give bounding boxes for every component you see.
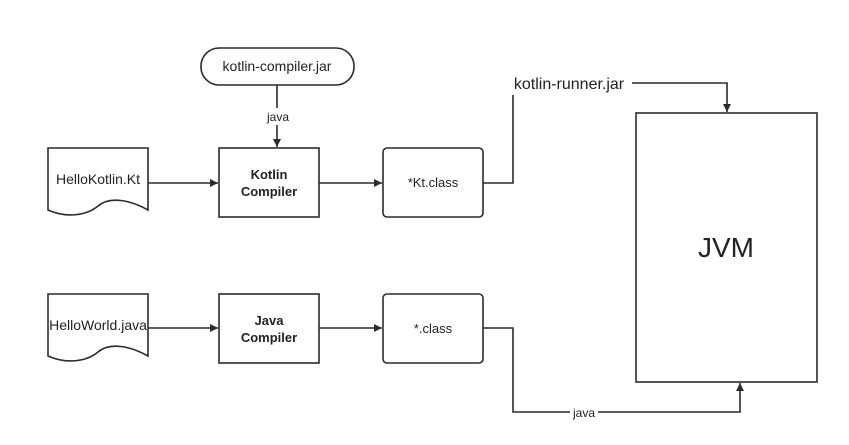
hello-world-label: HelloWorld.java xyxy=(49,317,147,333)
jar-to-kotlin-compiler-connector: java xyxy=(266,85,289,147)
class-to-jvm-connector: java xyxy=(483,327,744,420)
kt-class-to-jvm-connector: kotlin-runner.jar xyxy=(483,76,731,184)
java-compiler-line1: Java xyxy=(255,313,285,328)
kotlin-compiler-jar-node: kotlin-compiler.jar xyxy=(200,47,355,86)
hello-kotlin-label: HelloKotlin.Kt xyxy=(56,171,140,187)
kotlin-compiler-line2: Compiler xyxy=(241,184,297,199)
kt-class-label: *Kt.class xyxy=(408,175,459,190)
class-file-label: *.class xyxy=(414,321,453,336)
jvm-label: JVM xyxy=(698,232,754,263)
kt-class-box: *Kt.class xyxy=(382,147,484,218)
kotlin-compiler-box: Kotlin Compiler xyxy=(218,147,320,218)
class-file-box: *.class xyxy=(382,293,484,364)
java-label-bottom: java xyxy=(572,406,595,420)
java-compiler-line2: Compiler xyxy=(241,330,297,345)
kotlin-runner-jar-label: kotlin-runner.jar xyxy=(514,76,625,93)
kotlin-compiler-line1: Kotlin xyxy=(251,167,288,182)
java-label-top: java xyxy=(266,110,289,124)
jvm-box: JVM xyxy=(635,112,818,383)
hello-world-document: HelloWorld.java xyxy=(47,293,149,362)
kotlin-compiler-jar-label: kotlin-compiler.jar xyxy=(223,58,332,74)
java-compiler-box: Java Compiler xyxy=(218,293,320,364)
hello-kotlin-document: HelloKotlin.Kt xyxy=(47,147,149,216)
